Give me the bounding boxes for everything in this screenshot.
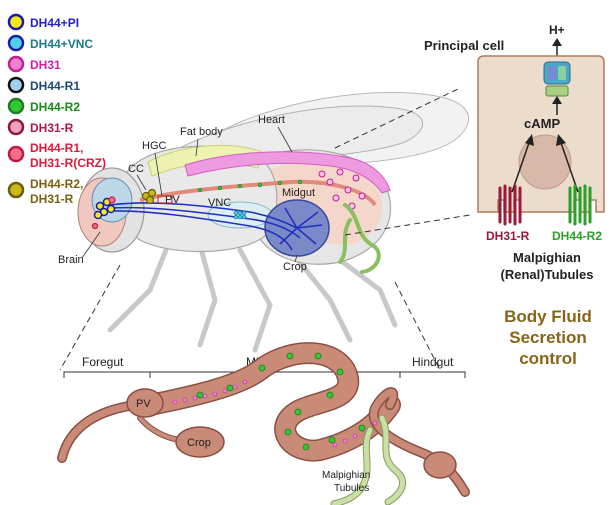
legend-marker xyxy=(9,36,23,50)
v-atpase-pump-icon xyxy=(544,62,570,96)
result-line2: Secretion xyxy=(509,328,586,347)
gut-pv-label: PV xyxy=(136,398,151,410)
result-line3: control xyxy=(519,349,577,368)
legend-marker xyxy=(9,78,23,92)
label-pv: PV xyxy=(165,194,180,206)
gut-schematic: Foregut Midgut Hindgut Crop PV xyxy=(62,353,465,504)
legend-label-line2: DH31-R xyxy=(30,192,74,206)
legend-label: DH44+PI xyxy=(30,16,79,30)
legend-item-dh44-r2-dh31-r: DH44-R2, DH31-R xyxy=(9,177,83,206)
legend-label: DH44-R2, xyxy=(30,177,83,191)
tubules-caption-line1: Malpighian xyxy=(513,250,581,265)
legend-marker xyxy=(9,120,23,134)
label-cc: CC xyxy=(128,163,144,175)
label-midgut: Midgut xyxy=(282,187,315,199)
proton-label: H+ xyxy=(549,23,565,37)
proton-arrow-head xyxy=(552,38,562,46)
esophagus-inner xyxy=(62,405,135,458)
legend-label: DH31 xyxy=(30,58,61,72)
gut-tubules-label-line2: Tubules xyxy=(334,483,369,494)
fly-illustration: Heart Fat body HGC CC PV VNC Midgut Brai… xyxy=(58,92,469,350)
tubules-caption-line2: (Renal)Tubules xyxy=(501,267,594,282)
crop-duct xyxy=(140,418,180,440)
camp-label: cAMP xyxy=(524,116,560,131)
legend-label: DH31-R xyxy=(30,121,74,135)
gut-tubules-label-line1: Malpighian xyxy=(322,470,370,481)
legend-item-dh31: DH31 xyxy=(9,57,61,72)
legend-label: DH44+VNC xyxy=(30,37,93,51)
legend-item-dh44-pi: DH44+PI xyxy=(9,15,79,30)
legend-marker xyxy=(9,99,23,113)
legend-label: DH44-R2 xyxy=(30,100,80,114)
label-foregut: Foregut xyxy=(82,355,124,369)
legend-marker xyxy=(9,147,23,161)
legend-item-dh44-r1: DH44-R1 xyxy=(9,78,80,93)
label-hindgut: Hindgut xyxy=(412,355,454,369)
principal-cell-title: Principal cell xyxy=(424,38,504,53)
principal-cell-panel: Principal cell H+ cAMP DH31-R DH44-R2 Ma… xyxy=(424,23,604,368)
label-crop: Crop xyxy=(283,261,307,273)
legend-label: DH44-R1 xyxy=(30,79,80,93)
legend-item-dh31-r: DH31-R xyxy=(9,120,74,135)
dh44-r2-label: DH44-R2 xyxy=(552,229,602,243)
legend-item-dh44-r1-dh31-r-crz: DH44-R1, DH31-R(CRZ) xyxy=(9,141,106,170)
label-brain: Brain xyxy=(58,254,84,266)
legend-item-dh44-r2: DH44-R2 xyxy=(9,99,80,114)
label-vnc: VNC xyxy=(208,197,231,209)
dh31-r-label: DH31-R xyxy=(486,229,530,243)
label-hgc: HGC xyxy=(142,140,167,152)
legend-label: DH44-R1, xyxy=(30,141,83,155)
gut-malpighian-tubule-1-inner xyxy=(382,418,403,502)
label-fat-body: Fat body xyxy=(180,126,223,138)
label-heart: Heart xyxy=(258,114,285,126)
legend-marker xyxy=(9,57,23,71)
gut-crop-label: Crop xyxy=(187,437,211,449)
fly-vnc-neurons xyxy=(234,211,246,219)
legend-marker xyxy=(9,183,23,197)
result-line1: Body Fluid xyxy=(504,307,592,326)
legend-marker xyxy=(9,15,23,29)
legend-item-dh44-vnc: DH44+VNC xyxy=(9,36,93,51)
rectum xyxy=(424,452,456,478)
legend-label-line2: DH31-R(CRZ) xyxy=(30,156,106,170)
